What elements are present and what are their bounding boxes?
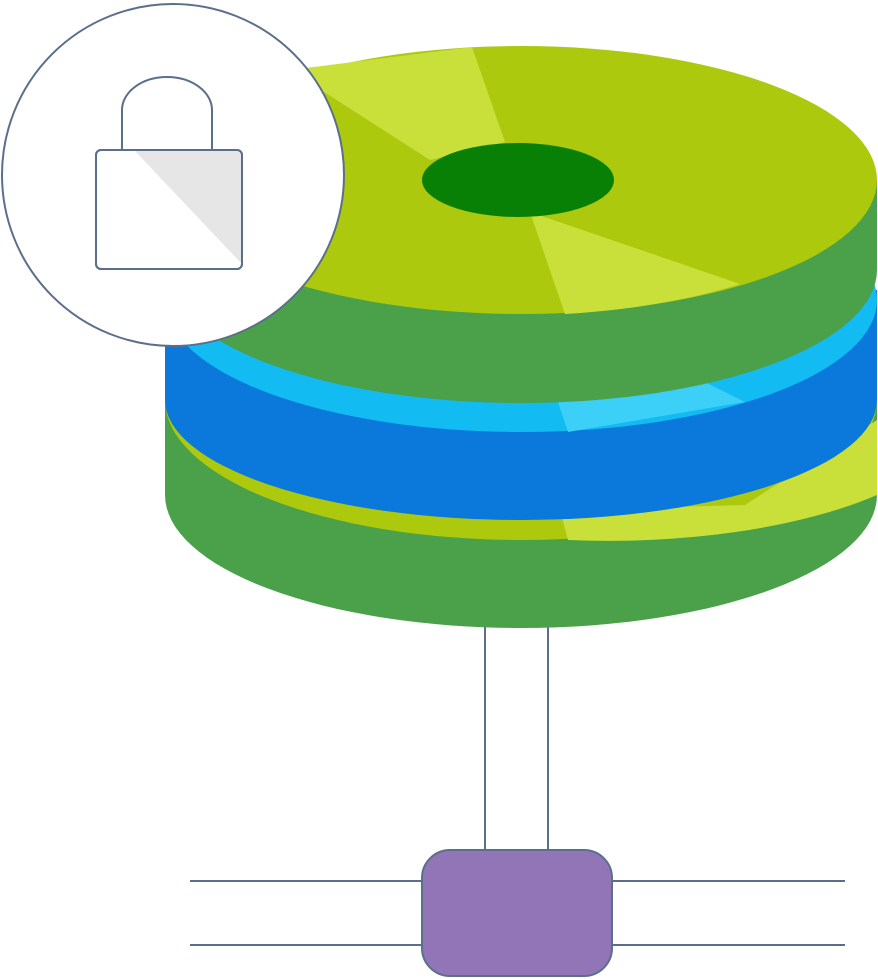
network-node-icon <box>421 849 613 977</box>
lock-icon <box>95 76 243 270</box>
disk-layer-top <box>165 46 877 403</box>
lock-badge <box>1 3 345 347</box>
disk-hub <box>422 143 614 217</box>
connector-lines <box>190 600 845 946</box>
